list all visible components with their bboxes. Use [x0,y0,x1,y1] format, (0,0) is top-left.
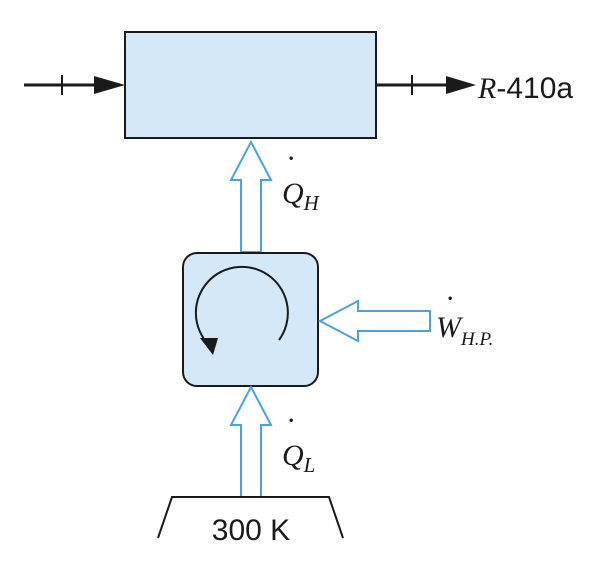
q-high-dot: · [287,142,295,175]
reservoir-outline [157,496,344,539]
heat-exchanger-box [124,31,377,139]
outlet-flow-arrow [376,75,476,95]
q-high-arrow [229,139,273,253]
q-low-arrow [229,384,273,498]
work-label: · WH.P. [436,282,493,350]
q-low-label: · QL [282,404,315,477]
reservoir-temperature: 300 K [212,514,290,547]
cycle-symbol [194,265,289,355]
q-high-label: · QH [282,142,321,215]
svg-text:QL: QL [282,439,315,477]
work-dot: · [446,282,454,315]
work-input-arrow [317,299,431,343]
q-low-dot: · [287,404,295,437]
svg-text:QH: QH [282,177,321,215]
inlet-flow-arrow [24,75,125,95]
refrigerant-label: R-410a [477,72,573,105]
svg-text:WH.P.: WH.P. [436,311,493,350]
heat-pump-box [182,252,319,387]
